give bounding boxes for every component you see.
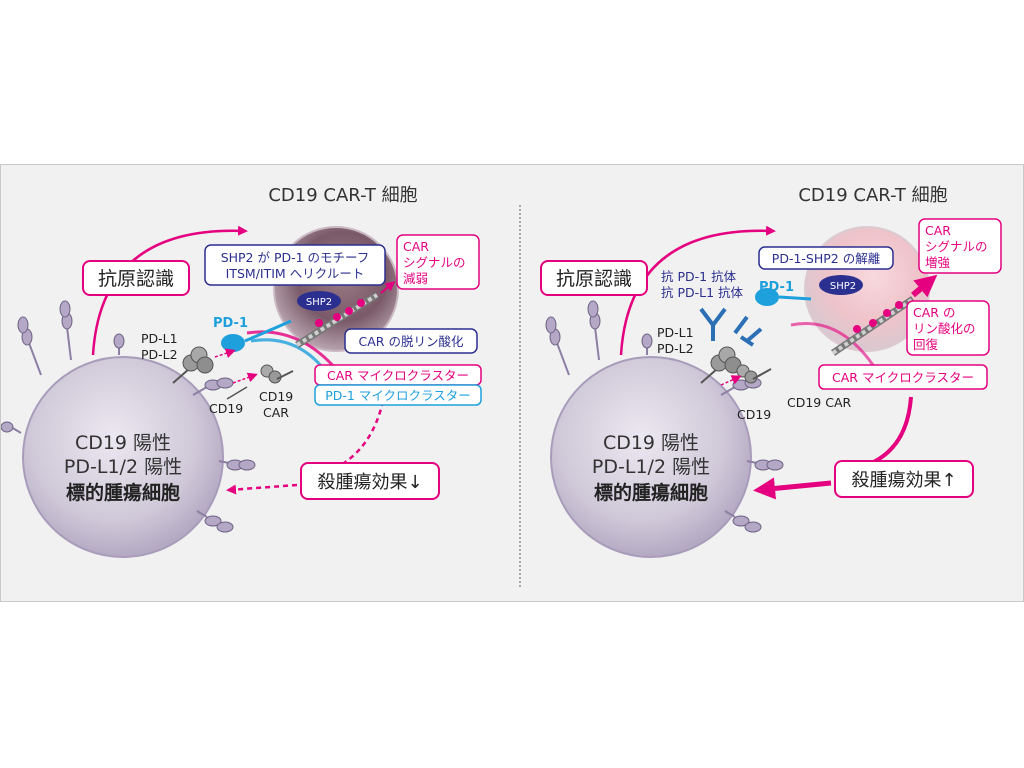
dephos-box xyxy=(344,328,478,354)
cd19-car-line2: CAR xyxy=(263,405,289,420)
shp2-callout-box xyxy=(204,244,386,286)
antibody-icons xyxy=(699,307,763,347)
cd19-receptors xyxy=(1,300,256,533)
car-signal-right-line2: シグナルの xyxy=(925,239,988,254)
cd19-car-line1: CD19 xyxy=(259,389,293,404)
antibody-line1: 抗 PD-1 抗体 xyxy=(661,269,737,284)
tumor-right-line1: CD19 陽性 xyxy=(603,432,699,454)
car-signal-right-line3: 増強 xyxy=(925,255,951,270)
shp2-callout-line2: ITSM/ITIM へリクルート xyxy=(226,266,365,281)
antigen-recognition-label-right: 抗原認識 xyxy=(556,268,632,290)
killing-box xyxy=(300,462,440,500)
tumor-cell-right xyxy=(550,356,752,558)
pdl-ligands xyxy=(172,346,248,400)
left-title: CD19 CAR-T 細胞 xyxy=(268,185,417,206)
antigen-recognition-box xyxy=(82,260,190,296)
pdl2-label: PD-L2 xyxy=(141,347,178,362)
car-micro-label: CAR マイクロクラスター xyxy=(327,368,469,383)
antibody-line2: 抗 PD-L1 抗体 xyxy=(661,285,744,300)
pdl2-label-right: PD-L2 xyxy=(657,341,694,356)
pd1-molecule xyxy=(221,334,245,352)
shp2-label: SHP2 xyxy=(306,297,332,308)
tumor-line3: 標的腫瘍細胞 xyxy=(66,481,180,504)
cd19-car-label-right: CD19 CAR xyxy=(787,395,852,410)
shp2-molecule xyxy=(297,291,341,311)
shp2-label-right: SHP2 xyxy=(830,281,856,292)
killing-box-right xyxy=(834,460,974,498)
cd19-label-right: CD19 xyxy=(737,407,771,422)
car-micro-box-right xyxy=(818,364,988,390)
figure-frame: SHP2 抗原認識 SHP2 が PD-1 のモチーフ ITSM/ITIM へリ… xyxy=(0,164,1024,602)
diagram-canvas: SHP2 抗原認識 SHP2 が PD-1 のモチーフ ITSM/ITIM へリ… xyxy=(1,185,1002,589)
car-signal-box xyxy=(396,234,480,290)
car-signal-line1: CAR xyxy=(403,239,429,254)
cd19-car-icon xyxy=(260,364,294,384)
tumor-line2: PD-L1/2 陽性 xyxy=(64,456,182,478)
tumor-line1: CD19 陽性 xyxy=(75,432,171,454)
car-micro-label-right: CAR マイクロクラスター xyxy=(832,370,974,385)
pdl-ligands-right xyxy=(700,346,742,384)
right-title: CD19 CAR-T 細胞 xyxy=(798,185,947,206)
pd1-label-right: PD-1 xyxy=(759,280,794,295)
car-phos-line3: 回復 xyxy=(913,337,939,352)
shp2-callout-line1: SHP2 が PD-1 のモチーフ xyxy=(221,250,370,265)
car-receptor-chain xyxy=(295,281,396,348)
pd1-molecule-right xyxy=(755,288,779,306)
car-signal-line2: シグナルの xyxy=(403,255,466,270)
dissociation-box xyxy=(758,246,894,270)
antigen-recognition-label: 抗原認識 xyxy=(98,268,174,290)
pd1-label: PD-1 xyxy=(213,316,248,331)
antigen-recognition-box-right xyxy=(540,260,648,296)
car-signal-box-right xyxy=(918,218,1002,274)
cd19-car-icon-right xyxy=(736,364,772,384)
cd19-label: CD19 xyxy=(209,401,243,416)
killing-label-right: 殺腫瘍効果↑ xyxy=(851,470,956,491)
car-phos-line1: CAR の xyxy=(913,305,955,320)
tumor-right-line2: PD-L1/2 陽性 xyxy=(592,456,710,478)
car-phos-line2: リン酸化の xyxy=(913,321,976,336)
killing-label: 殺腫瘍効果↓ xyxy=(317,472,422,493)
car-signal-line3: 減弱 xyxy=(403,271,428,286)
car-phos-box xyxy=(906,300,990,356)
tumor-cell xyxy=(22,356,224,558)
right-panel: SHP2 抗原認識 抗 PD-1 抗体 抗 PD-L1 抗体 PD-1-SHP2… xyxy=(540,185,1002,558)
tumor-right-line3: 標的腫瘍細胞 xyxy=(594,481,708,504)
pd1-micro-label: PD-1 マイクロクラスター xyxy=(325,388,471,403)
pdl1-label: PD-L1 xyxy=(141,331,178,346)
car-receptor-chain-right xyxy=(831,274,938,356)
dephos-label: CAR の脱リン酸化 xyxy=(359,334,464,349)
pd1-micro-box xyxy=(314,384,482,406)
shp2-molecule-right xyxy=(819,275,863,295)
pdl1-label-right: PD-L1 xyxy=(657,325,694,340)
left-panel: SHP2 抗原認識 SHP2 が PD-1 のモチーフ ITSM/ITIM へリ… xyxy=(1,185,482,558)
car-signal-right-line1: CAR xyxy=(925,223,951,238)
dissociation-label: PD-1-SHP2 の解離 xyxy=(772,251,881,266)
